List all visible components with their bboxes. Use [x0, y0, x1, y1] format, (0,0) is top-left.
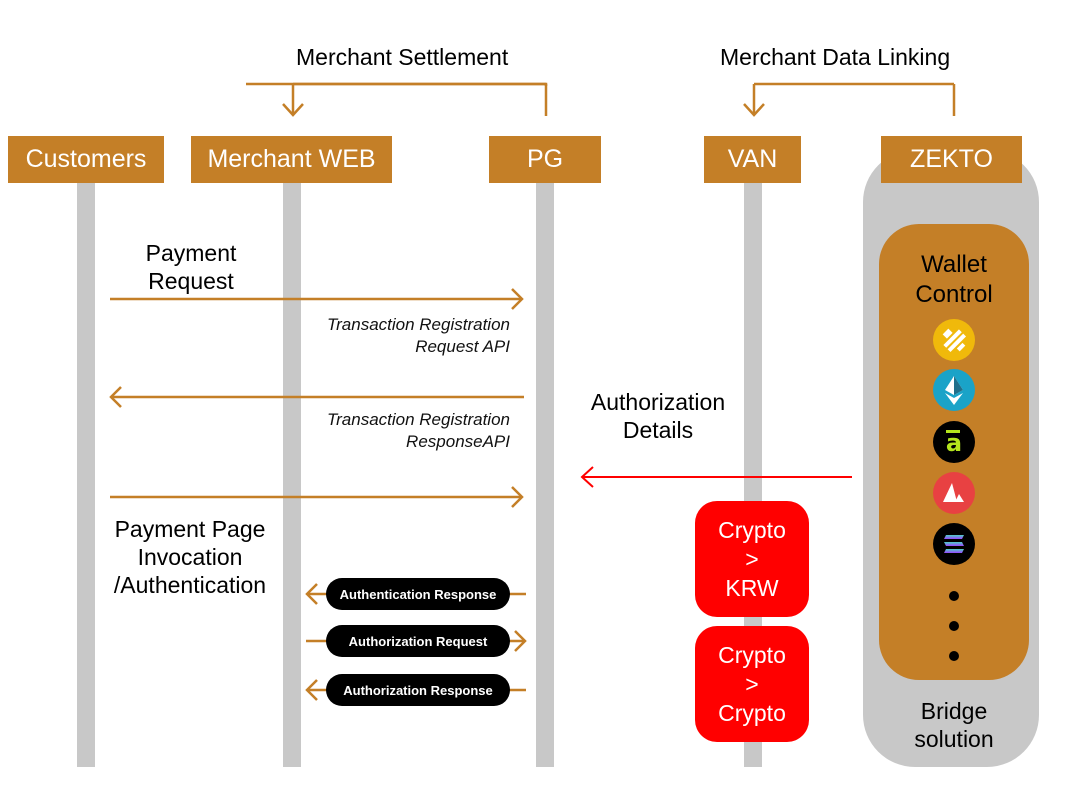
settlement-arrowhead: [282, 103, 304, 117]
conversion-to: Crypto: [718, 699, 786, 726]
conversion-from: Crypto: [718, 516, 786, 543]
participant-zekto: ZEKTO: [881, 136, 1022, 183]
conversion-crypto-crypto: Crypto > Crypto: [695, 626, 809, 742]
payment-request-label: Payment Request: [120, 239, 262, 295]
payment-page-line3: /Authentication: [113, 572, 267, 598]
bridge-label-line2: solution: [914, 726, 994, 752]
ethereum-icon: [933, 369, 975, 411]
tx-response-line1: Transaction Registration: [327, 410, 510, 429]
authorization-details-arrowhead: [580, 466, 594, 488]
payment-page-arrowhead: [511, 486, 524, 508]
tx-registration-response-label: Transaction Registration ResponseAPI: [290, 409, 510, 453]
tx-request-line1: Transaction Registration: [327, 315, 510, 334]
authorization-request-arrowhead: [514, 630, 527, 652]
authorization-details-label: Authorization Details: [574, 388, 742, 444]
authorization-request-pill: Authorization Request: [326, 625, 510, 657]
avalanche-icon: [933, 472, 975, 514]
merchant-data-linking-label: Merchant Data Linking: [720, 44, 951, 70]
participant-merchant-web: Merchant WEB: [191, 136, 392, 183]
tx-response-arrowhead: [109, 386, 122, 408]
tx-request-line2: Request API: [415, 337, 510, 356]
conversion-to: KRW: [725, 574, 779, 601]
token-a-icon: a: [933, 421, 975, 463]
svg-text:a: a: [946, 429, 962, 457]
more-dot-icon: [949, 591, 959, 601]
lifeline-merchant-web: [283, 183, 301, 767]
tx-response-line2: ResponseAPI: [406, 432, 510, 451]
authorization-response-arrowhead: [305, 679, 318, 701]
payment-page-label: Payment Page Invocation /Authentication: [95, 515, 285, 599]
participant-customers: Customers: [8, 136, 164, 183]
merchant-settlement-label: Merchant Settlement: [296, 44, 509, 70]
authentication-response-pill: Authentication Response: [326, 578, 510, 610]
payment-request-arrowhead: [511, 288, 524, 310]
wallet-title-line2: Control: [915, 281, 993, 308]
solana-icon: [933, 523, 975, 565]
more-dot-icon: [949, 651, 959, 661]
wallet-control-title: Wallet Control: [879, 250, 1029, 310]
participant-van: VAN: [704, 136, 801, 183]
tx-registration-request-label: Transaction Registration Request API: [290, 314, 510, 358]
wallet-title-line1: Wallet: [921, 251, 987, 278]
conversion-separator: >: [745, 670, 759, 697]
payment-request-line1: Payment: [145, 240, 237, 266]
conversion-crypto-krw: Crypto > KRW: [695, 501, 809, 617]
payment-page-line2: Invocation: [137, 544, 243, 570]
participant-pg: PG: [489, 136, 601, 183]
more-dot-icon: [949, 621, 959, 631]
lifeline-pg: [536, 183, 554, 767]
conversion-from: Crypto: [718, 641, 786, 668]
lifeline-customers: [77, 183, 95, 767]
binance-usd-icon: [933, 319, 975, 361]
data-linking-arrowhead: [743, 103, 765, 117]
authorization-details-line1: Authorization: [590, 389, 726, 415]
payment-request-line2: Request: [148, 268, 234, 294]
payment-page-line1: Payment Page: [114, 516, 266, 542]
authentication-response-arrowhead: [305, 583, 318, 605]
conversion-separator: >: [745, 545, 759, 572]
authorization-response-pill: Authorization Response: [326, 674, 510, 706]
bridge-solution-label: Bridge solution: [879, 697, 1029, 753]
bridge-label-line1: Bridge: [920, 698, 988, 724]
authorization-details-line2: Details: [622, 417, 694, 443]
lifeline-van: [744, 183, 762, 767]
